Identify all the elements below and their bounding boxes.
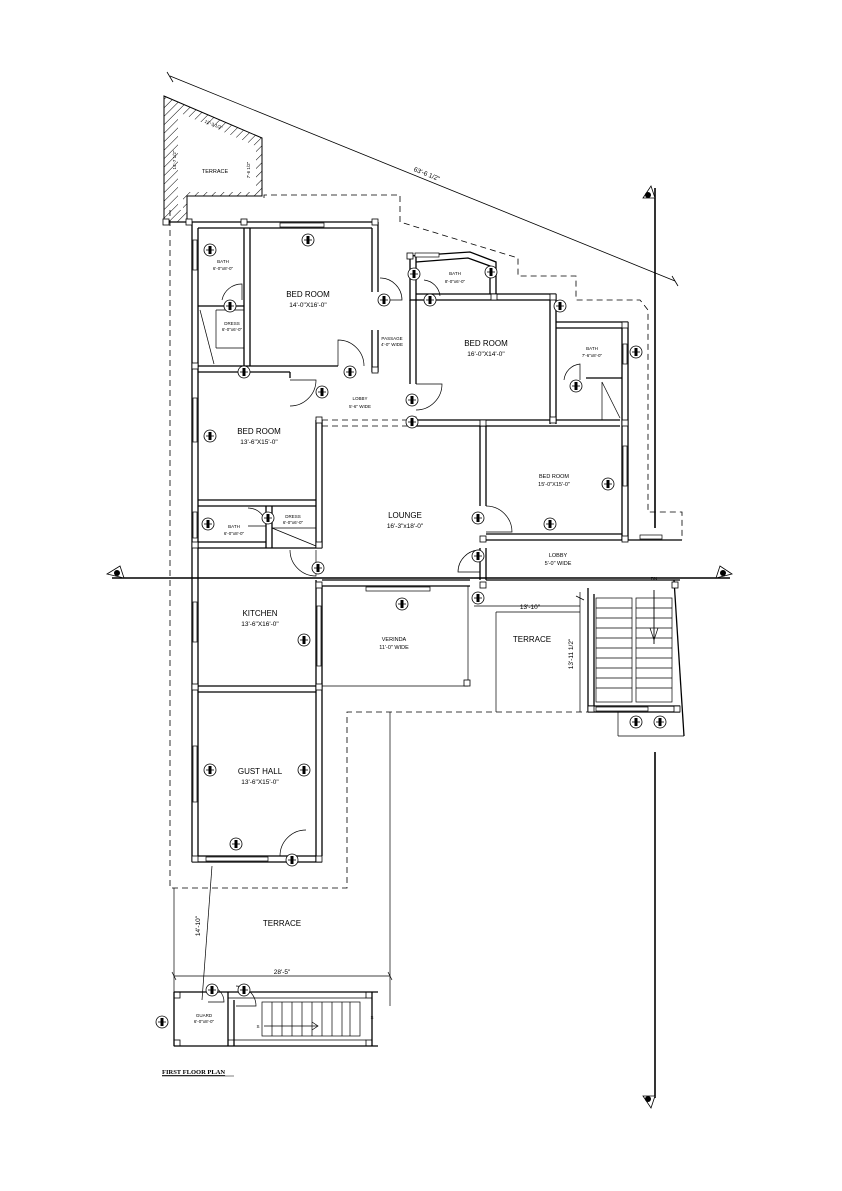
lounge-size: 16'-3"x18'-0": [387, 523, 424, 530]
lobby1-size: 5'-6" WIDE: [349, 404, 371, 409]
stair-right-marker: DN: [651, 576, 658, 581]
door-swings: [207, 277, 581, 1007]
terrace-top: TERRACE 12'-3 1/2" 14'-7 1/2" 7'-6 1/2": [163, 95, 263, 223]
bottom-block: [171, 712, 393, 1047]
verinda-name: VERINDA: [382, 637, 407, 643]
slab-outline-dashed: [169, 194, 683, 889]
bed3-name: BED ROOM: [237, 427, 281, 436]
windows: [192, 222, 663, 862]
lounge-name: LOUNGE: [388, 511, 422, 520]
terrace-top-h1: 14'-7 1/2": [172, 150, 177, 169]
bath-nw-name: BATH: [217, 259, 229, 264]
terrace-top-width: 12'-3 1/2": [204, 119, 224, 131]
lobby2-size: 5'-0" WIDE: [545, 561, 572, 567]
bed3-size: 13'-6"X15'-0": [240, 439, 278, 446]
lobby1-name: LOBBY: [352, 396, 367, 401]
terrace-mid-height: 13'-11 1/2": [568, 638, 575, 669]
dress-w-size: 6'-0"x6'-0": [283, 520, 304, 525]
gust-hall-name: GUST HALL: [238, 767, 283, 776]
lobby2-name: LOBBY: [549, 553, 568, 559]
terrace-mid-width: 13'-10": [520, 604, 541, 611]
bed2-name: BED ROOM: [464, 339, 508, 348]
terrace-top-label: TERRACE: [202, 169, 229, 175]
room-labels: BATH 6'-0"x8'-0" DRESS 6'-0"x6'-0" BED R…: [194, 259, 603, 1024]
bed1-name: BED ROOM: [286, 290, 330, 299]
bottom-width-dim: 28'-5": [274, 969, 291, 976]
stair-small-marker: S: [256, 1024, 259, 1029]
bath-n-size: 8'-0"x6'-0": [445, 279, 466, 284]
terrace-top-h2: 7'-6 1/2": [246, 161, 251, 178]
dress-nw-size: 6'-0"x6'-0": [222, 327, 243, 332]
plan-title: FIRST FLOOR PLAN: [162, 1069, 225, 1076]
dress-nw-name: DRESS: [224, 321, 240, 326]
terrace-bottom-name: TERRACE: [263, 919, 301, 928]
staircase-right: [595, 590, 673, 703]
terrace-mid-name: TERRACE: [513, 635, 551, 644]
gust-hall-size: 13'-6"X15'-0": [241, 779, 279, 786]
bath-nw-size: 6'-0"x8'-0": [213, 266, 234, 271]
columns: [162, 218, 681, 1047]
stair-right-small-marker: S: [370, 1015, 373, 1020]
bed2-size: 16'-0"X14'-0": [467, 351, 505, 358]
guard-name: GUARD: [196, 1013, 213, 1018]
left-vertical-dim: 14'-10": [195, 915, 202, 936]
bath-w-size: 6'-0"x8'-0": [224, 531, 245, 536]
bed4-size: 15'-0"X15'-0": [538, 482, 570, 488]
bath-n-name: BATH: [449, 271, 461, 276]
kitchen-size: 13'-6"X16'-0": [241, 621, 279, 628]
kitchen-name: KITCHEN: [242, 609, 277, 618]
bath-ne-size: 7'-6"x8'-0": [582, 353, 603, 358]
verinda-size: 11'-0" WIDE: [379, 645, 409, 651]
passage-name: PASSAGE: [381, 336, 402, 341]
section-line-vertical: [642, 185, 656, 1109]
guard-size: 6'-0"x8'-0": [194, 1019, 215, 1024]
section-line-horizontal: [105, 565, 733, 579]
building-walls: [164, 221, 685, 863]
passage-size: 4'-0" WIDE: [381, 342, 403, 347]
bed1-size: 14'-0"X16'-0": [289, 302, 327, 309]
bath-w-name: BATH: [228, 524, 240, 529]
dress-w-name: DRESS: [285, 514, 301, 519]
bed4-name: BED ROOM: [539, 474, 569, 480]
terrace-mid-dims: [474, 592, 585, 712]
bath-ne-name: BATH: [586, 346, 598, 351]
